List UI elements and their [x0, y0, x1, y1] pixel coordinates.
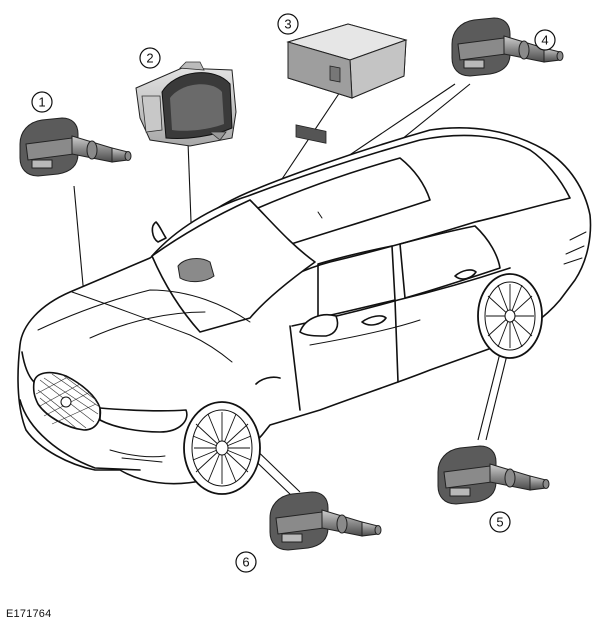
windshield: [151, 199, 316, 333]
callout-label-4: 4: [541, 33, 548, 48]
callout-2: 2: [139, 47, 161, 69]
rear-wheel: [477, 273, 543, 359]
callout-label-2: 2: [146, 51, 153, 66]
callout-label-5: 5: [496, 515, 503, 530]
instrument-cluster-icon: [135, 61, 237, 147]
tire-pressure-sensor-icon: [19, 117, 132, 177]
vehicle-outline: [17, 126, 592, 495]
callout-1: 1: [31, 91, 53, 113]
side-window-rear: [399, 225, 501, 299]
instrument-cluster-location-marker: [177, 258, 215, 283]
side-mirror: [299, 314, 339, 337]
tire-pressure-sensor-icon: [269, 491, 382, 551]
callout-3: 3: [277, 13, 299, 35]
callout-4: 4: [534, 29, 556, 51]
callout-5: 5: [489, 511, 511, 533]
control-module-icon: [286, 23, 408, 144]
callout-label-3: 3: [284, 17, 291, 32]
front-wheel: [183, 401, 261, 495]
tire-pressure-sensor-icon: [437, 445, 550, 505]
callout-6: 6: [235, 551, 257, 573]
callout-label-1: 1: [38, 95, 45, 110]
callout-label-6: 6: [242, 555, 249, 570]
figure-reference-id: E171764: [6, 608, 52, 620]
